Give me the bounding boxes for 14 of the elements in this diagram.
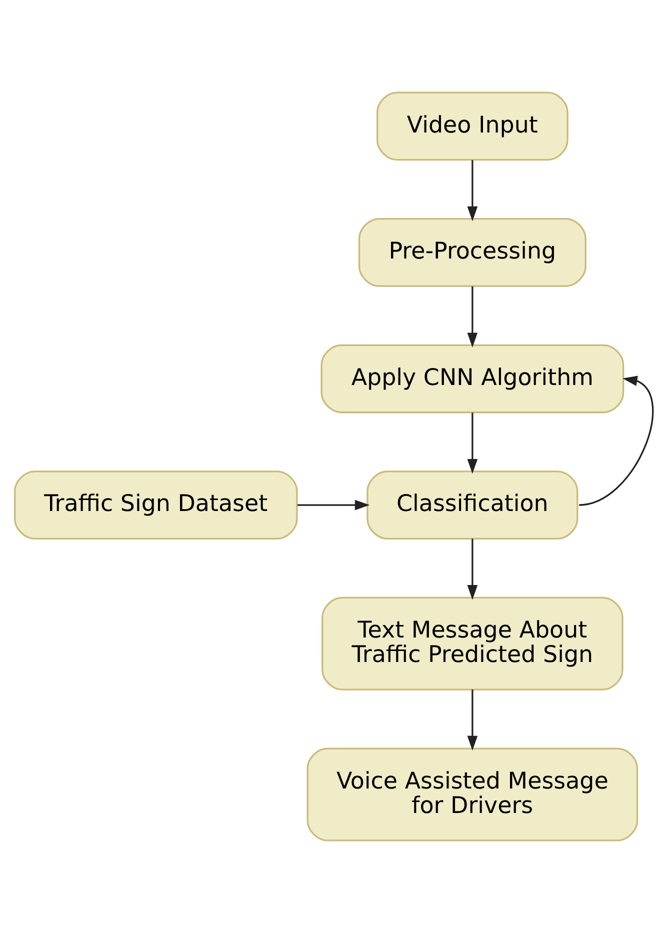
node-box: Classification [366,470,578,540]
arrow [297,500,370,510]
node-box: Text Message About Traffic Predicted Sign [322,596,624,690]
arrow [467,160,478,222]
arrow [467,538,478,600]
node-box: Apply CNN Algorithm [320,344,624,414]
arrow [467,690,478,751]
arrow [578,376,654,506]
arrow [467,412,478,474]
node-box: Video Input [376,92,568,161]
node-box: Voice Assisted Message for Drivers [306,748,638,842]
arrow [467,286,478,348]
node-box: Pre-Processing [358,218,586,287]
node-box: Traffic Sign Dataset [14,470,298,540]
